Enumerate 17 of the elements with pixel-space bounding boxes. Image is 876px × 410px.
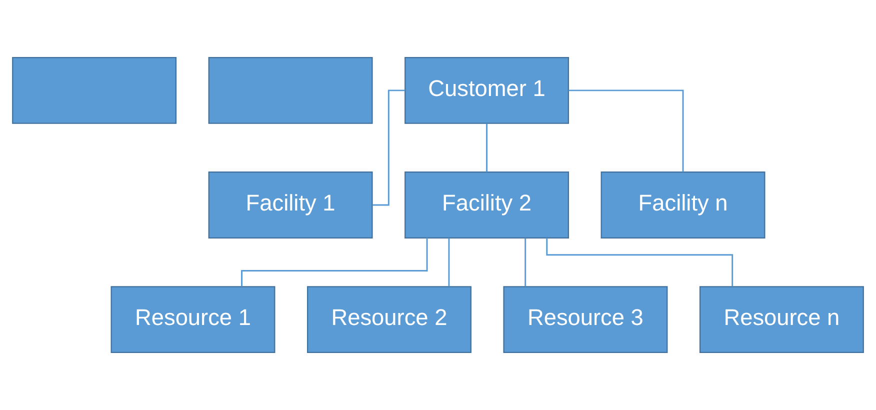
- node-box: Facility 2: [404, 172, 570, 238]
- connector: [568, 90, 684, 172]
- connector: [448, 238, 450, 286]
- node-box: Resource 2: [306, 286, 472, 354]
- connector: [486, 124, 488, 172]
- connector: [372, 90, 405, 206]
- connector: [241, 238, 428, 286]
- node-box: Facility n: [600, 172, 766, 238]
- node-box: Resource 3: [503, 286, 668, 354]
- connector: [524, 238, 526, 286]
- node-box: Facility 1: [208, 172, 373, 238]
- node-box: [208, 56, 373, 124]
- node-box: Customer 1: [404, 56, 570, 124]
- node-box: Resource 1: [110, 286, 276, 354]
- connector: [546, 238, 734, 286]
- node-box: [12, 56, 177, 124]
- node-box: Resource n: [699, 286, 864, 354]
